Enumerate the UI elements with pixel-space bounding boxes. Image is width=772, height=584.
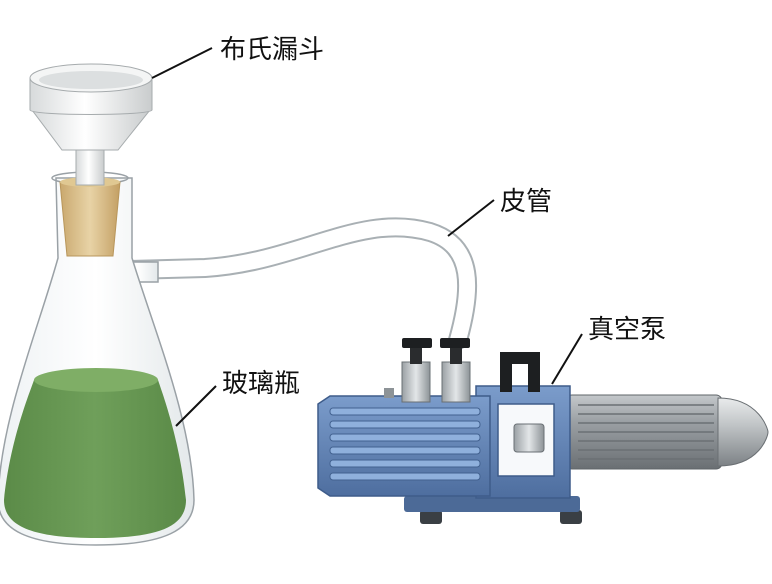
funnel-label: 布氏漏斗 <box>220 35 324 65</box>
vacuum-pump <box>317 338 769 524</box>
pump-leader-line <box>551 333 583 385</box>
rubber-hose <box>120 217 478 350</box>
pump-label: 真空泵 <box>588 315 666 345</box>
pump-ribs <box>329 407 481 481</box>
flask-leader-line <box>175 385 217 427</box>
funnel-leader-line <box>151 47 213 79</box>
hose-label: 皮管 <box>500 187 552 217</box>
hose-leader-line <box>447 199 495 237</box>
filter-flask <box>0 171 195 546</box>
flask-label: 玻璃瓶 <box>222 369 300 399</box>
motor-fins <box>578 404 714 460</box>
buchner-funnel <box>29 63 153 186</box>
